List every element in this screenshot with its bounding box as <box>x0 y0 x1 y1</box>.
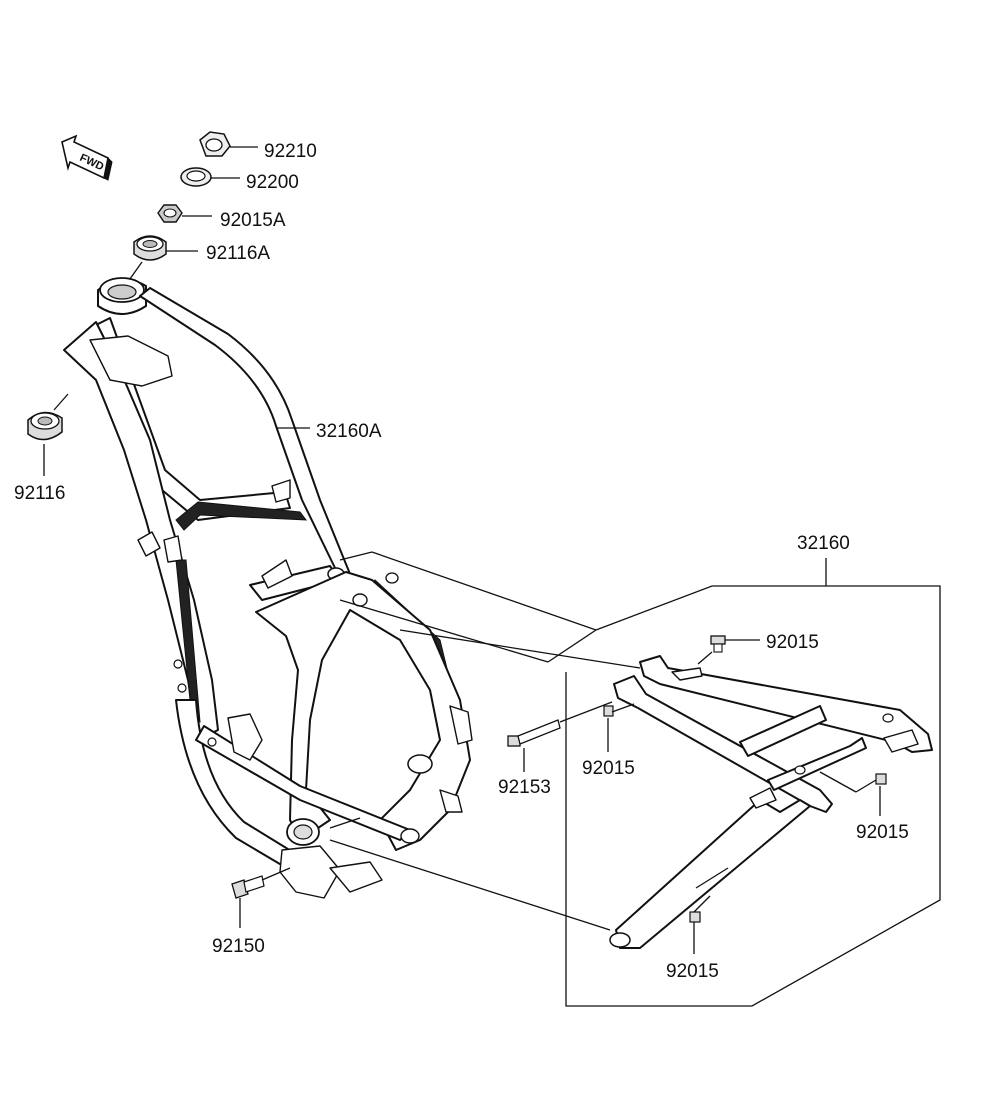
bolt-92015-top-icon <box>697 635 760 665</box>
label-92015-top: 92015 <box>766 632 819 653</box>
bearing-92116-icon <box>27 393 69 476</box>
bearing-92116a-icon <box>121 235 198 291</box>
subframe-mount-leaders <box>329 551 641 931</box>
label-92210: 92210 <box>264 141 317 162</box>
label-92015-bottom: 92015 <box>666 961 719 982</box>
fwd-arrow-icon: FWD <box>61 134 113 181</box>
bolt-92015-mid-icon <box>603 703 635 752</box>
label-92116a: 92116A <box>206 243 270 264</box>
label-32160a: 32160A <box>316 421 382 442</box>
nut-92210-icon <box>199 131 258 157</box>
bolt-92015-right-icon <box>819 771 887 816</box>
label-32160: 32160 <box>797 533 850 554</box>
long-bolt-92153-icon <box>507 701 613 772</box>
locknut-92015a-icon <box>157 204 212 223</box>
label-92150: 92150 <box>212 936 265 957</box>
label-92116: 92116 <box>14 483 65 504</box>
label-92015a: 92015A <box>220 210 286 231</box>
label-92015-mid: 92015 <box>582 758 635 779</box>
bolt-92015-bottom-icon <box>689 895 711 954</box>
frame-bolt-92150-icon <box>231 867 291 928</box>
main-frame-drawing <box>63 277 473 899</box>
subframe-drawing <box>609 655 933 949</box>
label-92153: 92153 <box>498 777 551 798</box>
label-92015-right: 92015 <box>856 822 909 843</box>
subframe-callout-box <box>565 558 941 1007</box>
washer-92200-icon <box>180 167 240 187</box>
label-92200: 92200 <box>246 172 299 193</box>
